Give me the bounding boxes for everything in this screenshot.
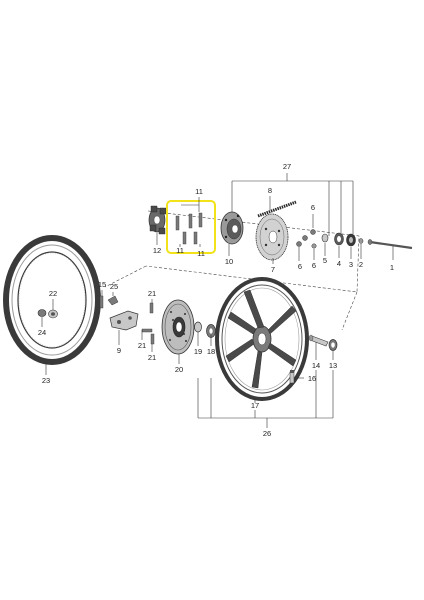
callout-24: 24 [38,328,46,337]
callout-10: 10 [225,257,233,266]
valve-parts [37,309,58,319]
callout-11b: 11 [176,246,184,255]
leader-lines [41,173,394,428]
callout-5: 5 [323,256,327,265]
callout-6c: 6 [312,261,316,270]
callout-16: 16 [308,374,316,383]
highlight-box [166,200,216,254]
callout-21b: 21 [138,341,146,350]
callout-14: 14 [312,361,320,370]
left-bearings [194,321,216,338]
callout-19: 19 [194,347,202,356]
disc-bolts [141,302,155,345]
callout-9: 9 [117,346,121,355]
callout-27: 27 [283,162,291,171]
callout-1: 1 [390,263,394,272]
callout-22: 22 [49,289,57,298]
callout-21c: 21 [148,353,156,362]
callout-18: 18 [207,347,215,356]
sprocket-nuts [296,229,317,249]
rear-axle [367,239,413,250]
rear-sprocket [255,213,289,261]
axle-spacers [321,232,364,247]
callout-15: 15 [98,280,106,289]
callout-2: 2 [359,260,363,269]
callout-11c: 11 [197,249,205,258]
callout-12: 12 [153,246,161,255]
sprocket-hub [220,211,244,245]
drive-chain [257,200,297,218]
callout-11a: 11 [195,187,203,196]
brake-disc [161,299,195,355]
callout-4: 4 [337,259,341,268]
callout-13: 13 [329,361,337,370]
callout-25: 25 [110,282,118,291]
cush-drive-rubbers [148,205,167,235]
callout-8: 8 [268,186,272,195]
tire [3,235,101,365]
callout-20: 20 [175,365,183,374]
spacer-and-bearing [308,334,338,351]
sensor-bracket [99,295,139,331]
callout-7: 7 [271,265,275,274]
callout-labels: 1 2 3 4 5 6 6 6 7 8 9 10 11 11 11 12 13 … [38,162,394,438]
sprocket-studs [175,212,203,245]
callout-17: 17 [251,401,259,410]
callout-23: 23 [42,376,50,385]
valve-stem [289,370,295,384]
callout-21a: 21 [148,289,156,298]
assembly-outline [104,210,360,331]
callout-6b: 6 [298,262,302,271]
callout-6a: 6 [311,203,315,212]
callout-26: 26 [263,429,271,438]
rear-rim [215,277,309,401]
callout-3: 3 [349,260,353,269]
